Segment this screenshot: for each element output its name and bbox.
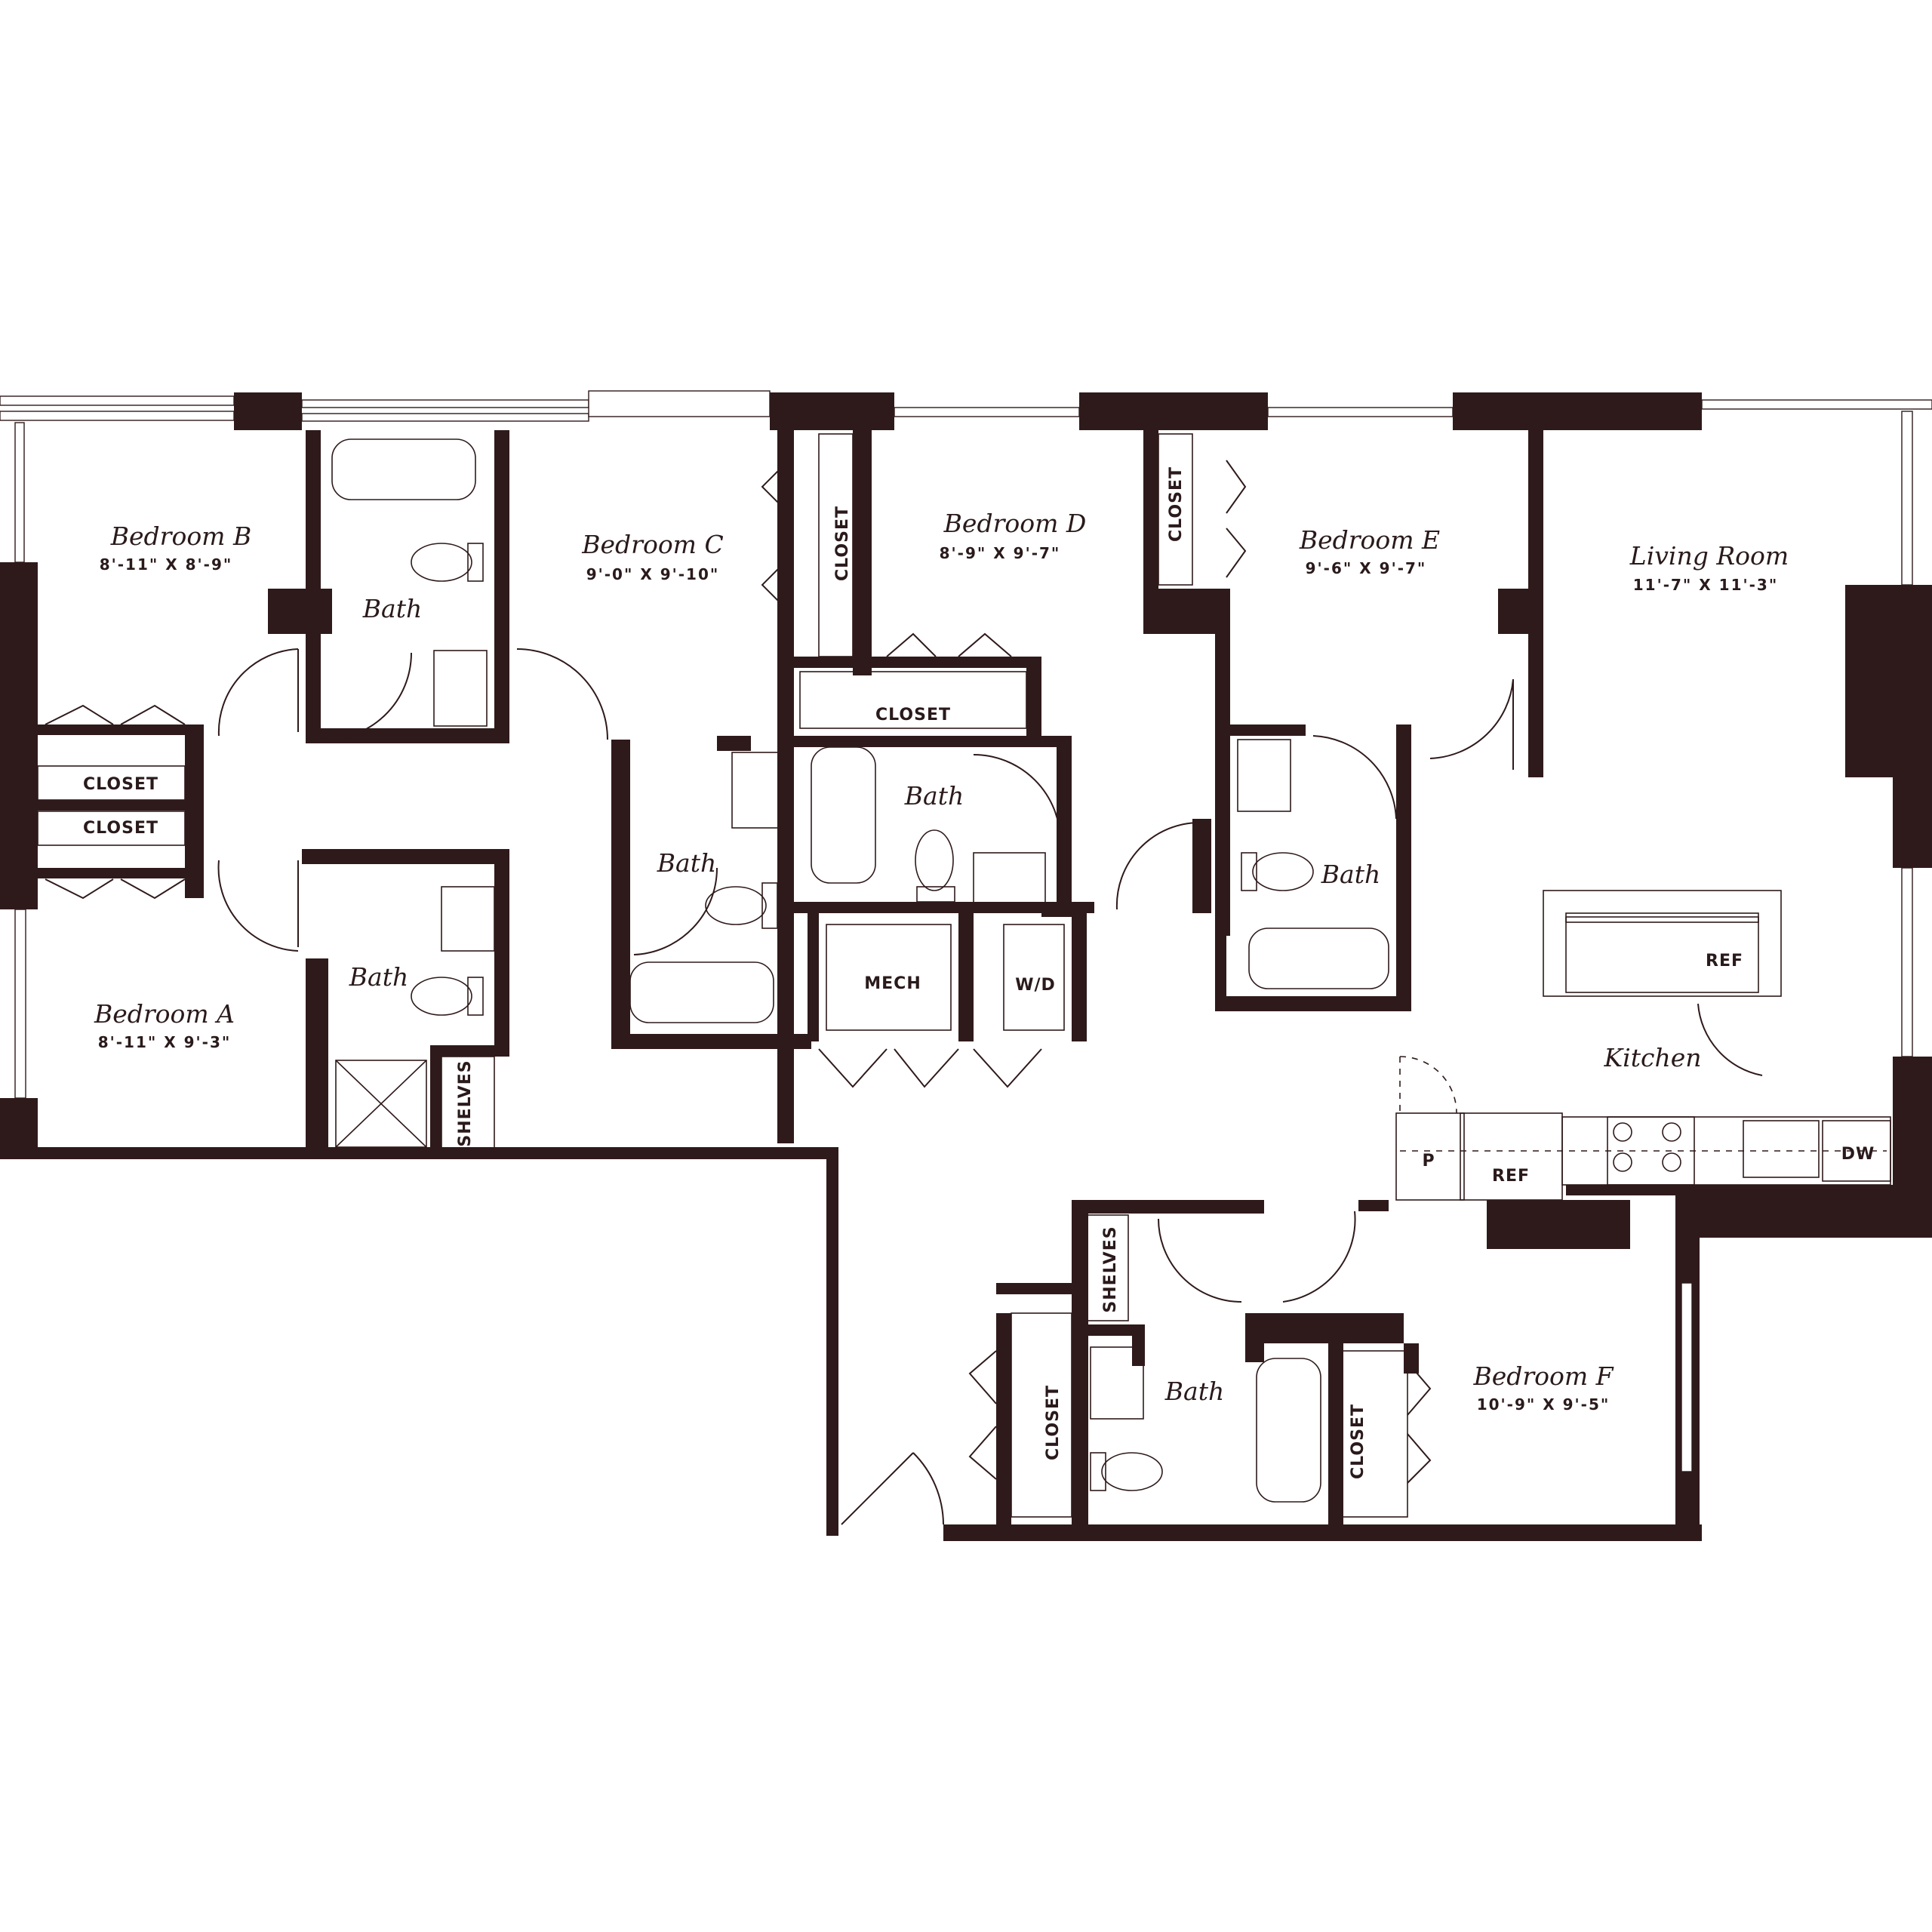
bedroom-a-dims: 8'-11" X 9'-3" xyxy=(98,1033,232,1051)
tag-labels: CLOSET CLOSET CLOSET CLOSET CLOSET CLOSE… xyxy=(83,466,1875,1479)
bedroom-e-name: Bedroom E xyxy=(1299,525,1440,555)
wd-label: W/D xyxy=(1015,976,1056,995)
bedroom-c-name: Bedroom C xyxy=(581,530,723,559)
bedroom-c-dims: 9'-0" X 9'-10" xyxy=(586,565,720,583)
bedroom-d-dims: 8'-9" X 9'-7" xyxy=(940,544,1061,562)
bedroom-b-dims: 8'-11" X 8'-9" xyxy=(100,555,233,574)
dw-label: DW xyxy=(1841,1145,1875,1164)
bath-label-f: Bath xyxy=(1164,1377,1224,1406)
ref-island-label: REF xyxy=(1706,952,1743,971)
shelves-label-1: SHELVES xyxy=(456,1060,475,1146)
doors xyxy=(45,460,1763,1525)
mech-label: MECH xyxy=(864,974,921,993)
bedroom-b-name: Bedroom B xyxy=(110,521,251,551)
bath-label-e: Bath xyxy=(1321,860,1380,889)
bedroom-d-name: Bedroom D xyxy=(943,509,1087,538)
ref-label: REF xyxy=(1492,1167,1530,1186)
kitchen-name: Kitchen xyxy=(1604,1043,1702,1072)
closet-label-3: CLOSET xyxy=(875,706,951,724)
bath-label-a: Bath xyxy=(349,962,408,992)
fixtures xyxy=(331,438,1891,1503)
bath-label-c: Bath xyxy=(657,848,716,878)
room-labels: Bedroom B 8'-11" X 8'-9" Bedroom C 9'-0"… xyxy=(94,509,1789,1414)
closet-label-v4: CLOSET xyxy=(1349,1404,1367,1479)
bedroom-a-name: Bedroom A xyxy=(94,999,235,1029)
living-room-name: Living Room xyxy=(1629,541,1789,571)
living-room-dims: 11'-7" X 11'-3" xyxy=(1633,576,1779,594)
pantry-label: P xyxy=(1422,1152,1435,1171)
interior-walls xyxy=(30,430,1898,1528)
bath-label-d: Bath xyxy=(904,781,964,811)
closet-label-1: CLOSET xyxy=(83,775,158,794)
bedroom-e-dims: 9'-6" X 9'-7" xyxy=(1306,559,1427,577)
closet-outlines xyxy=(37,433,1408,1518)
closet-label-v1: CLOSET xyxy=(833,506,852,581)
exterior-walls xyxy=(0,392,1932,1541)
bedroom-f-dims: 10'-9" X 9'-5" xyxy=(1477,1395,1611,1414)
closet-label-v2: CLOSET xyxy=(1167,466,1186,542)
bedroom-f-name: Bedroom F xyxy=(1472,1361,1614,1391)
closet-label-2: CLOSET xyxy=(83,819,158,838)
shelves-label-2: SHELVES xyxy=(1101,1226,1120,1312)
closet-label-v3: CLOSET xyxy=(1044,1385,1063,1460)
windows xyxy=(0,390,1932,1472)
bath-label-b: Bath xyxy=(362,594,422,623)
